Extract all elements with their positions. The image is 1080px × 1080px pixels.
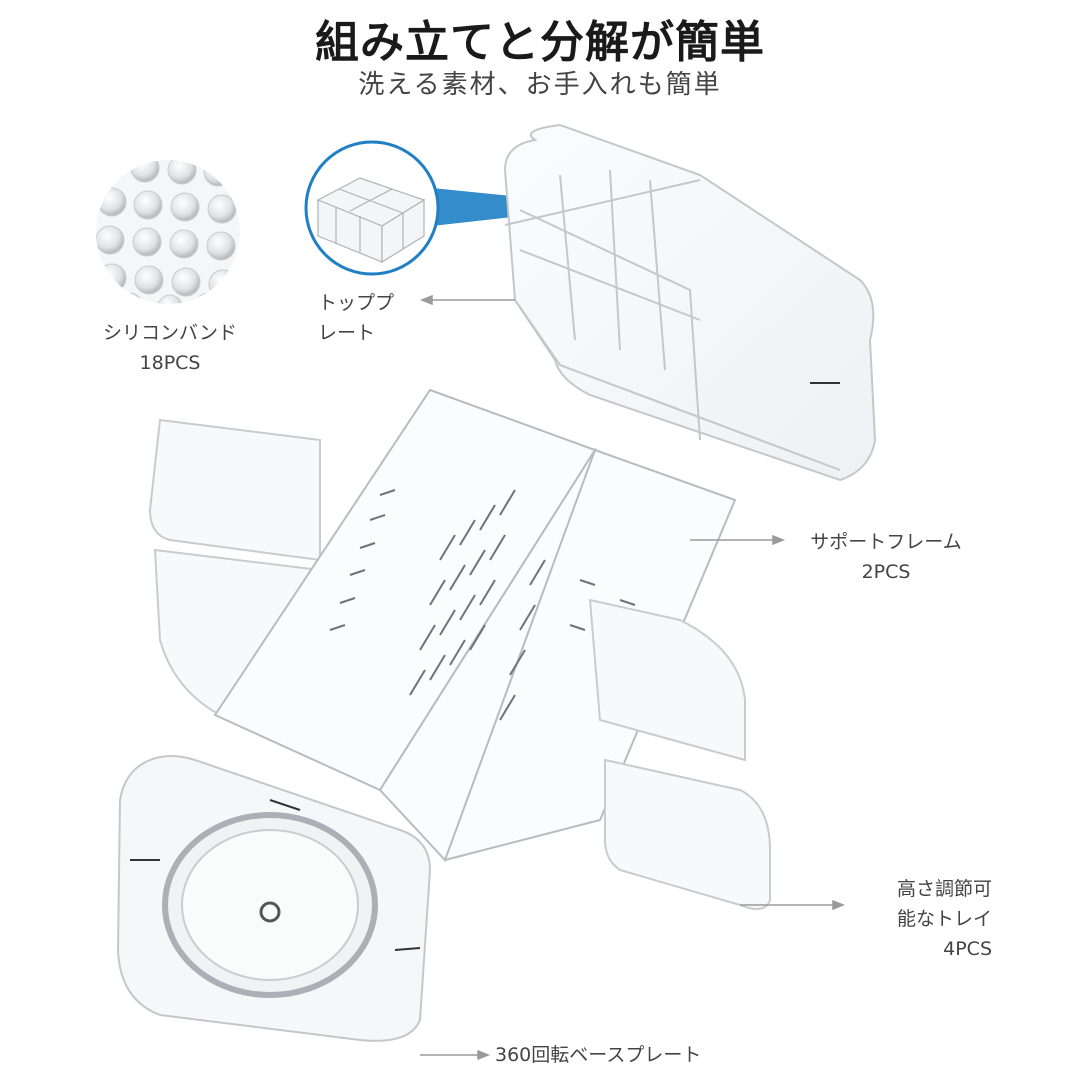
callout-tray-line2: 能なトレイ: [896, 908, 992, 930]
callout-top-plate: トッププ レート: [318, 288, 428, 348]
leader-lines: [419, 294, 846, 1061]
callout-tray-line3: 4PCS: [943, 938, 992, 960]
support-frame: [213, 388, 737, 862]
callout-top-plate-line1: トッププ: [318, 292, 395, 314]
callout-silicone-line2: 18PCS: [139, 352, 201, 374]
callout-tray-line1: 高さ調節可: [896, 878, 992, 900]
page-title: 組み立てと分解が簡単: [315, 17, 765, 68]
tray-left-top: [148, 418, 321, 742]
callout-base-plate: 360回転ベースプレート: [495, 1040, 795, 1070]
callout-support-frame: サポートフレーム 2PCS: [786, 527, 986, 587]
callout-silicone-band: シリコンバンド 18PCS: [75, 318, 265, 378]
callout-top-plate-line2: レート: [318, 322, 376, 344]
tray-right: [588, 598, 771, 910]
callout-support-frame-line2: 2PCS: [861, 561, 911, 583]
callout-support-frame-line1: サポートフレーム: [810, 531, 962, 553]
silicone-band-detail: [96, 160, 240, 304]
callout-base-line1: 360回転ベースプレート: [495, 1044, 702, 1066]
page-subtitle: 洗える素材、お手入れも簡単: [358, 70, 722, 100]
base-plate: [116, 755, 432, 1042]
callout-tray: 高さ調節可 能なトレイ 4PCS: [850, 874, 992, 964]
callout-silicone-line1: シリコンバンド: [103, 322, 237, 344]
top-plate: [503, 123, 877, 482]
